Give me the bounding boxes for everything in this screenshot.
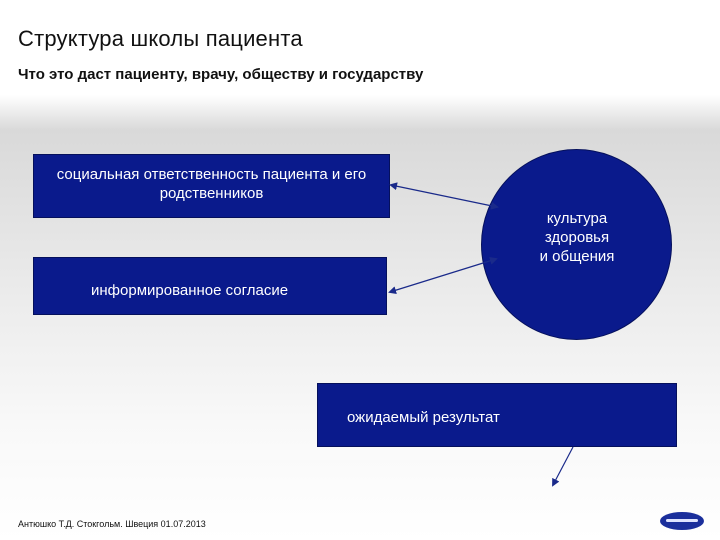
- consent-label: информированное согласие: [91, 282, 289, 299]
- result-box: ожидаемый результат: [317, 383, 677, 447]
- arrow-result-down: [552, 446, 574, 487]
- responsibility-box: социальная ответственность пациента и ег…: [33, 154, 390, 218]
- culture-circle: культура здоровья и общения: [481, 149, 672, 340]
- culture-label: культура здоровья и общения: [532, 209, 622, 266]
- footer-text: Антюшко Т.Д. Стокгольм. Швеция 01.07.201…: [18, 519, 206, 529]
- slide-subtitle: Что это даст пациенту, врачу, обществу и…: [18, 66, 424, 83]
- result-label: ожидаемый результат: [347, 409, 500, 426]
- culture-label-line2: и общения: [539, 248, 615, 265]
- consent-box: информированное согласие: [33, 257, 387, 315]
- company-logo: [660, 512, 704, 530]
- culture-label-line1: культура здоровья: [544, 210, 610, 246]
- slide-title: Структура школы пациента: [18, 26, 303, 51]
- arrow-consent-culture: [388, 256, 498, 295]
- arrow-responsibility-culture: [389, 182, 499, 210]
- responsibility-label: социальная ответственность пациента и ег…: [56, 166, 367, 202]
